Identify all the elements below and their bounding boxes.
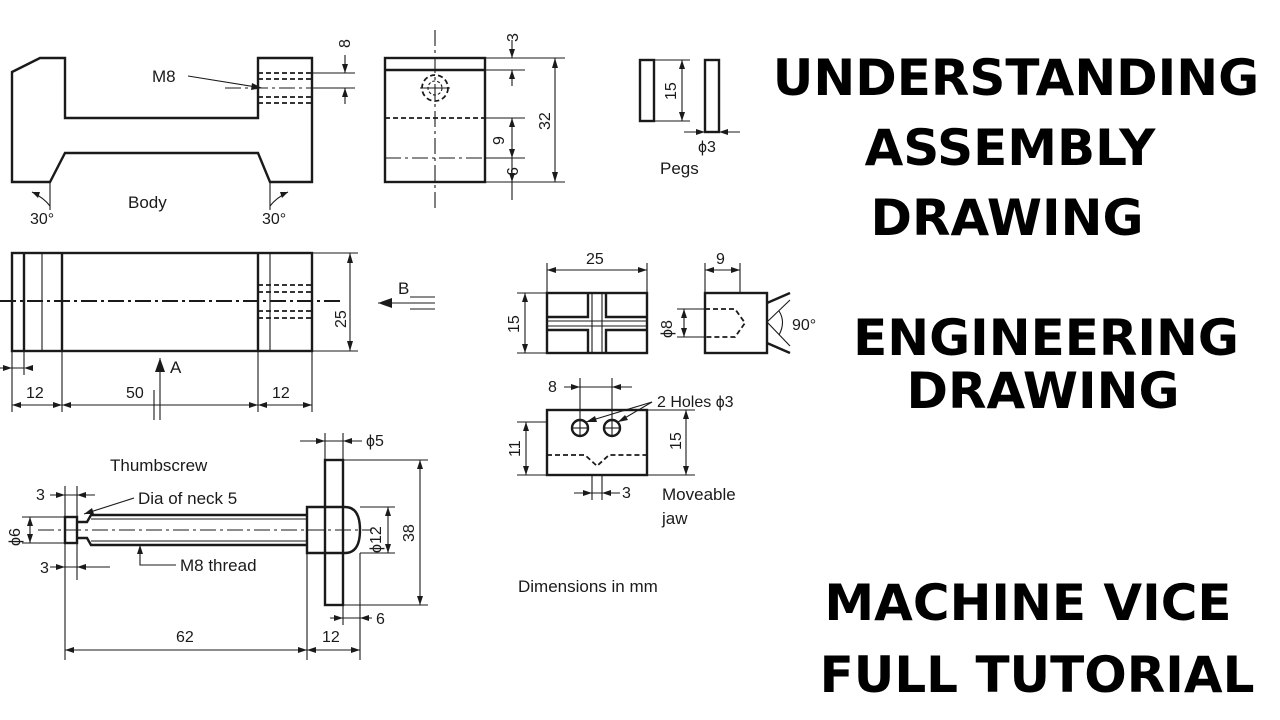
- dim-plan-12-left: 12: [26, 385, 44, 402]
- jaw-front-view: 25 15: [506, 251, 649, 355]
- dim-peg-15: 15: [663, 82, 680, 100]
- dim-plan-12-right: 12: [272, 385, 290, 402]
- thumbscrew-view: Thumbscrew ϕ5 3 Dia of neck 5 ϕ6 3: [7, 433, 428, 660]
- dim-body-8: 8: [337, 39, 354, 48]
- title-line-full-tutorial: FULL TUTORIAL: [820, 646, 1255, 704]
- dim-end-6: 6: [505, 167, 522, 176]
- dim-ts-phi5: ϕ5: [366, 433, 384, 450]
- dim-jaw-3: 3: [622, 485, 631, 502]
- dim-ts-62: 62: [176, 629, 194, 646]
- dim-ts-3-top: 3: [36, 487, 45, 504]
- dim-jaw-11: 11: [507, 440, 524, 457]
- pegs-view: 15 ϕ3 Pegs: [638, 58, 740, 178]
- dim-ts-12: 12: [322, 629, 340, 646]
- dim-end-9: 9: [491, 136, 508, 145]
- body-front-view: M8 8 30° 30° Body: [10, 39, 355, 228]
- body-plan-view: 25 B 12 50 12 A: [0, 251, 435, 420]
- title-line-assembly: ASSEMBLY: [865, 119, 1157, 177]
- title-line-understanding: UNDERSTANDING: [773, 49, 1259, 107]
- dim-jaw-8: 8: [548, 379, 557, 396]
- dim-plan-25: 25: [333, 310, 350, 328]
- title-line-machine-vice: MACHINE VICE: [824, 574, 1231, 632]
- title-line-engineering: ENGINEERING: [853, 309, 1239, 367]
- dim-ts-3-bottom: 3: [40, 560, 49, 577]
- dim-peg-phi3: ϕ3: [698, 139, 716, 156]
- dim-end-32: 32: [537, 112, 554, 130]
- view-b-label: B: [398, 279, 409, 298]
- dimensions-note: Dimensions in mm: [518, 577, 658, 596]
- jaw-plan-view: 8 2 Holes ϕ3 11 15 3 Moveable jaw: [507, 378, 736, 528]
- moveable-jaw-label-line1: Moveable: [662, 485, 736, 504]
- dim-body-angle-left: 30°: [30, 211, 54, 228]
- dim-jaw-90: 90°: [792, 317, 816, 334]
- pegs-label: Pegs: [660, 159, 699, 178]
- dim-jaw-15-lower: 15: [668, 432, 685, 450]
- title-block: UNDERSTANDING ASSEMBLY DRAWING ENGINEERI…: [773, 49, 1259, 704]
- dim-ts-38: 38: [401, 524, 418, 542]
- dim-jaw-phi8: ϕ8: [659, 320, 676, 338]
- dim-jaw-9: 9: [716, 251, 725, 268]
- jaw-side-view: 90° 9 ϕ8: [659, 251, 816, 355]
- dim-ts-6: 6: [376, 611, 385, 628]
- dia-of-neck-label: Dia of neck 5: [138, 489, 237, 508]
- body-end-view: 3 9 6 32: [383, 30, 565, 212]
- dim-jaw-25: 25: [586, 251, 604, 268]
- moveable-jaw-label-line2: jaw: [661, 509, 688, 528]
- dim-ts-phi6: ϕ6: [7, 528, 24, 546]
- body-label: Body: [128, 193, 167, 212]
- dim-body-angle-right: 30°: [262, 211, 286, 228]
- dim-jaw-15-front: 15: [506, 315, 523, 333]
- m8-thread-label: M8 thread: [180, 556, 257, 575]
- dim-plan-50: 50: [126, 385, 144, 402]
- m8-label: M8: [152, 67, 176, 86]
- dim-end-3: 3: [505, 33, 522, 42]
- thumbscrew-label: Thumbscrew: [110, 456, 208, 475]
- dim-ts-phi12: ϕ12: [368, 526, 385, 553]
- view-a-label: A: [170, 358, 182, 377]
- two-holes-label: 2 Holes ϕ3: [657, 394, 734, 411]
- title-line-drawing-2: DRAWING: [906, 362, 1179, 420]
- title-line-drawing-1: DRAWING: [870, 189, 1143, 247]
